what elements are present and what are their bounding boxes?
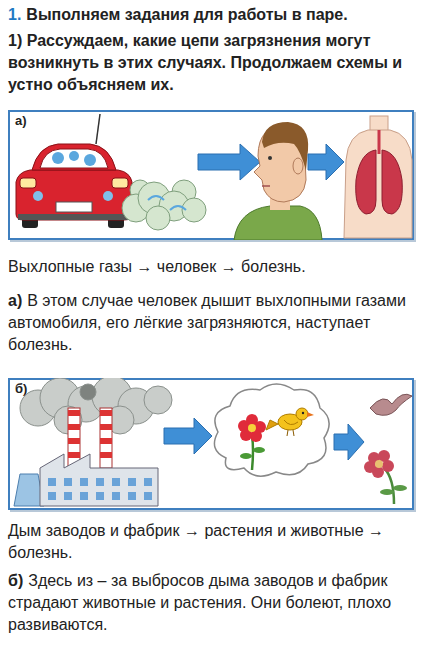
text-block: 1) Рассуждаем, какие цепи загрязнения мо… [8, 30, 416, 96]
text-block: б)Здесь из – за выбросов дыма заводов и … [8, 570, 416, 636]
task-number: 1. [8, 6, 21, 23]
answer-text: Здесь из – за выбросов дыма заводов и фа… [8, 572, 391, 633]
illustration-panel: б) [8, 378, 414, 510]
panel-letter: б) [15, 381, 27, 397]
task-title: Выполняем задания для работы в паре. [26, 6, 347, 23]
text-block: 1. Выполняем задания для работы в паре. [8, 4, 416, 26]
chain-scheme: Дым заводов и фабрик → растения и животн… [8, 522, 384, 561]
text-block: Выхлопные газы → человек → болезнь. [8, 256, 416, 278]
answer-letter: а) [8, 292, 22, 309]
chain-scheme: Выхлопные газы → человек → болезнь. [8, 258, 306, 275]
task-instruction: 1) Рассуждаем, какие цепи загрязнения мо… [8, 32, 402, 93]
panel-letter: а) [15, 113, 27, 129]
answer-letter: б) [8, 572, 23, 589]
text-block: а)В этом случае человек дышит выхлопными… [8, 290, 416, 356]
illustration-panel: а) [8, 110, 414, 240]
text-block: Дым заводов и фабрик → растения и животн… [8, 520, 416, 564]
answer-text: В этом случае человек дышит выхлопными г… [8, 292, 406, 353]
